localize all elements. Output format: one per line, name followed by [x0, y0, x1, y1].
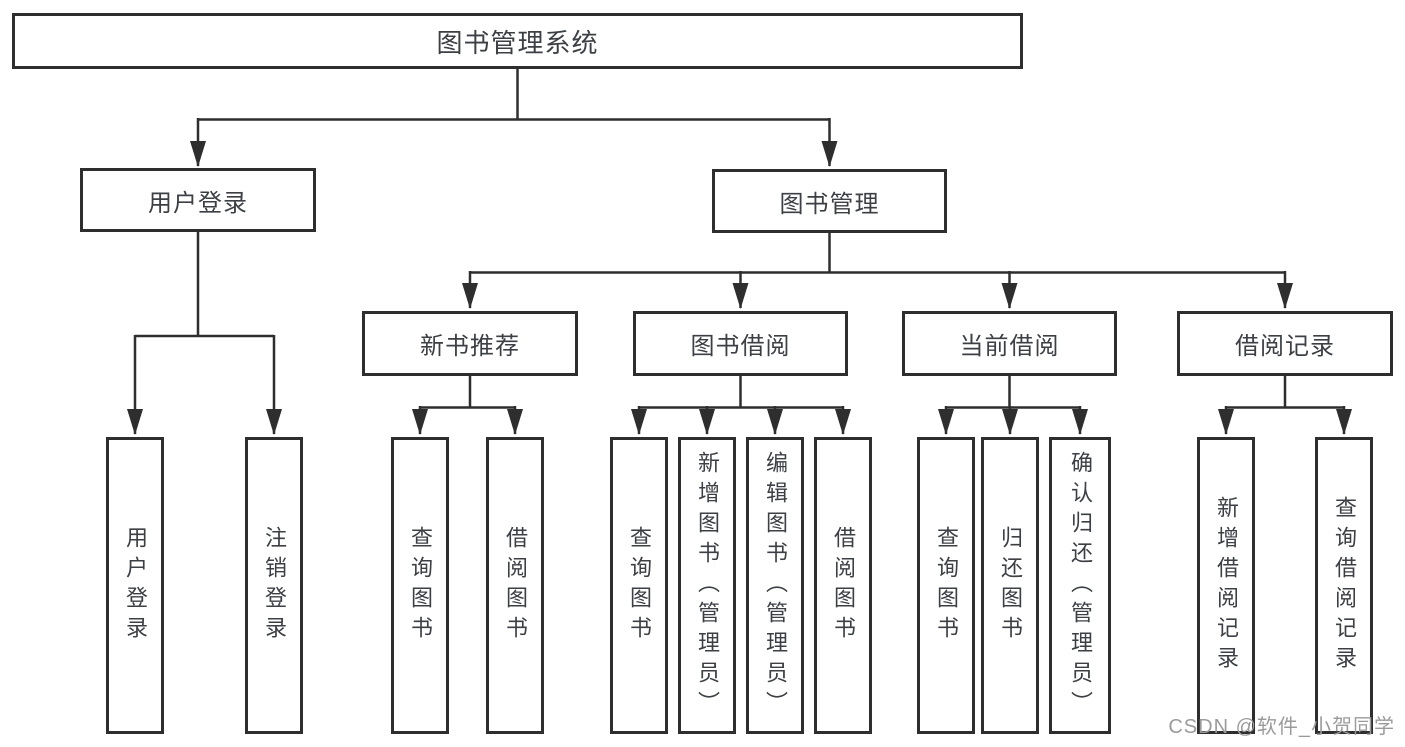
- leaf-recommend-borrow-books: 借阅图书: [486, 437, 544, 734]
- node-label: 新增借阅记录: [1214, 495, 1239, 676]
- leaf-borrow-add-books-admin: 新增图书（管理员）: [678, 437, 736, 734]
- node-label: 确认归还（管理员）: [1068, 450, 1093, 721]
- node-label: 查询图书: [934, 525, 959, 646]
- node-label: 借阅图书: [503, 525, 528, 646]
- node-label: 归还图书: [998, 525, 1023, 646]
- node-label: 查询图书: [627, 525, 652, 646]
- leaf-user-login: 用户登录: [106, 437, 164, 734]
- leaf-current-confirm-return-admin: 确认归还（管理员）: [1049, 437, 1111, 734]
- node-label: 借阅记录: [1235, 333, 1335, 360]
- connector-trunks: [135, 69, 1344, 409]
- leaf-current-return-books: 归还图书: [981, 437, 1039, 734]
- node-label: 查询图书: [408, 525, 433, 646]
- leaf-recommend-query-books: 查询图书: [391, 437, 449, 734]
- leaf-logout: 注销登录: [245, 437, 303, 734]
- node-label: 借阅图书: [831, 525, 856, 646]
- node-label: 查询借阅记录: [1332, 495, 1357, 676]
- node-label: 新增图书（管理员）: [695, 450, 720, 721]
- leaf-borrow-query-books: 查询图书: [610, 437, 668, 734]
- node-label: 用户登录: [148, 189, 248, 217]
- node-label: 图书借阅: [690, 333, 791, 360]
- node-label: 当前借阅: [959, 333, 1060, 360]
- leaf-records-add-record: 新增借阅记录: [1197, 437, 1255, 734]
- node-label: 图书管理系统: [436, 27, 599, 58]
- node-label: 图书管理: [779, 190, 880, 218]
- node-new-book-recommend: 新书推荐: [362, 311, 578, 376]
- node-label: 新书推荐: [420, 333, 520, 360]
- leaf-borrow-borrow-books: 借阅图书: [814, 437, 872, 734]
- node-book-borrow: 图书借阅: [633, 311, 848, 376]
- leaf-records-query-record: 查询借阅记录: [1315, 437, 1373, 734]
- leaf-borrow-edit-books-admin: 编辑图书（管理员）: [746, 437, 804, 734]
- leaf-current-query-books: 查询图书: [917, 437, 975, 734]
- watermark: CSDN @软件_小贺同学: [1168, 716, 1395, 738]
- node-current-borrow: 当前借阅: [902, 311, 1117, 376]
- node-label: 用户登录: [123, 525, 148, 646]
- node-user-login: 用户登录: [80, 168, 316, 232]
- connector-arrows: [127, 118, 1352, 435]
- node-label: 注销登录: [262, 525, 287, 646]
- node-borrow-records: 借阅记录: [1177, 311, 1393, 376]
- node-root: 图书管理系统: [12, 13, 1023, 69]
- node-book-management: 图书管理: [712, 169, 947, 233]
- node-label: 编辑图书（管理员）: [763, 450, 788, 721]
